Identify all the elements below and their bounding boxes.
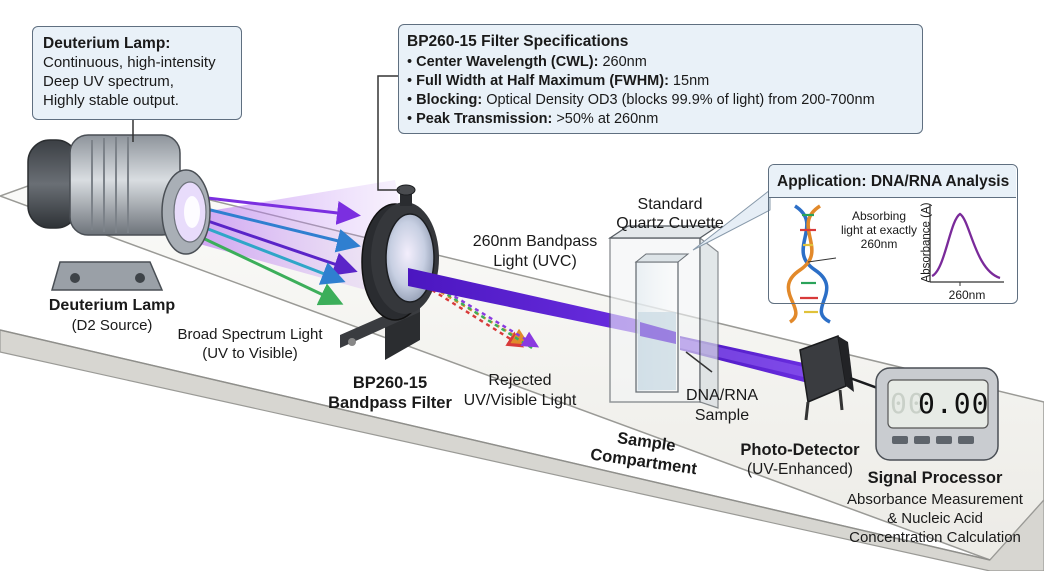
- broad-spectrum-cone: [185, 180, 420, 305]
- spec-item-cwl: • Center Wavelength (CWL): 260nm: [407, 54, 647, 70]
- cuvette-label: Standard: [637, 196, 703, 213]
- lamp-callout: Deuterium Lamp: Continuous, high-intensi…: [32, 26, 242, 120]
- cuvette-type-label: Quartz Cuvette: [616, 215, 724, 232]
- application-callout-title: Application: DNA/RNA Analysis: [777, 173, 1010, 190]
- callout-leaders: [132, 75, 771, 373]
- bandpass-light-label: 260nm Bandpass: [472, 233, 598, 250]
- processor-display-value: 0.00: [918, 387, 990, 420]
- plot-y-axis-label: Absorbance (A): [920, 202, 933, 283]
- spec-item-blocking: • Blocking: Optical Density OD3 (blocks …: [407, 92, 875, 108]
- rejected-light-range-label: UV/Visible Light: [463, 392, 577, 409]
- deuterium-lamp-illustration: [27, 134, 211, 291]
- processor-display-dim-digits: 00: [890, 387, 926, 420]
- filter-spec-callout: BP260-15 Filter Specifications • Center …: [398, 24, 923, 134]
- lamp-sub-label: (D2 Source): [71, 317, 153, 334]
- lamp-callout-title: Deuterium Lamp:: [43, 35, 171, 52]
- bandpass-light-type-label: Light (UVC): [493, 253, 577, 270]
- detector-type-label: (UV-Enhanced): [747, 461, 853, 478]
- plot-x-axis-label: 260nm: [948, 288, 986, 302]
- signal-processor-illustration: [875, 367, 999, 461]
- lamp-callout-line: Deep UV spectrum,: [43, 73, 174, 90]
- rejected-light-label: Rejected: [488, 372, 552, 389]
- broad-spectrum-label: Broad Spectrum Light: [177, 326, 323, 343]
- bandpass-filter-illustration: [340, 184, 439, 360]
- sample-label: DNA/RNA: [685, 387, 758, 404]
- processor-desc-line: Concentration Calculation: [849, 529, 1021, 546]
- processor-desc-line: & Nucleic Acid: [887, 510, 983, 527]
- broad-spectrum-range-label: (UV to Visible): [202, 345, 298, 362]
- dna-helix-illustration: [786, 204, 837, 324]
- spec-item-fwhm: • Full Width at Half Maximum (FWHM): 15n…: [407, 73, 710, 89]
- spec-callout-title: BP260-15 Filter Specifications: [407, 33, 629, 50]
- absorbance-plot: [929, 205, 1004, 286]
- broad-spectrum-rays: [189, 194, 361, 306]
- filter-name-label: BP260-15: [352, 374, 428, 392]
- sample-sub-label: Sample: [694, 407, 750, 424]
- quartz-cuvette-illustration: [608, 225, 720, 409]
- application-callout: Application: DNA/RNA Analysis Absorbing …: [768, 164, 1018, 304]
- filter-type-label: Bandpass Filter: [328, 394, 452, 412]
- application-callout-header: [769, 165, 1016, 198]
- detector-name-label: Photo-Detector: [740, 441, 860, 459]
- processor-desc-line: Absorbance Measurement: [847, 491, 1023, 508]
- lamp-callout-line: Highly stable output.: [43, 92, 179, 109]
- spec-item-peak-transmission: • Peak Transmission: >50% at 260nm: [407, 111, 659, 127]
- processor-name-label: Signal Processor: [867, 469, 1003, 487]
- lamp-callout-line: Continuous, high-intensity: [43, 54, 216, 71]
- dna-absorbing-label: Absorbing light at exactly 260nm: [840, 209, 918, 251]
- lamp-name-label: Deuterium Lamp: [48, 297, 176, 314]
